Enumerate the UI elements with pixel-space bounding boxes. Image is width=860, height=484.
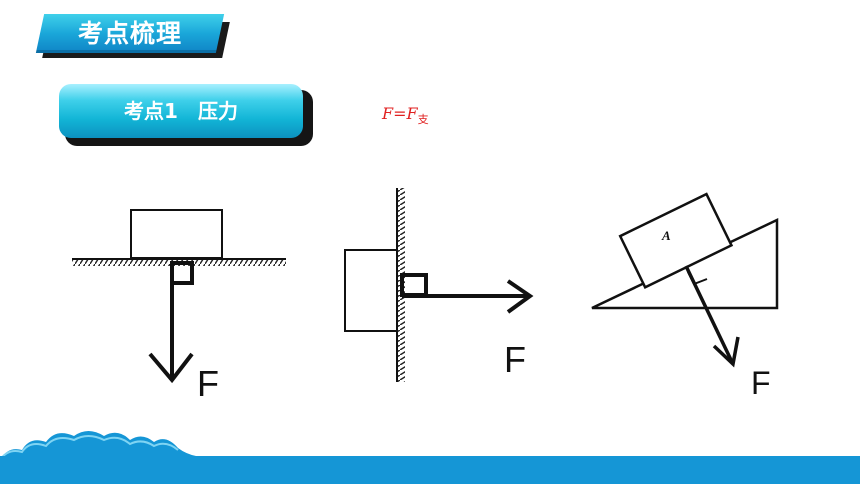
force-label-3: F [751, 365, 771, 401]
block-label-a: A [661, 228, 671, 243]
arrowhead-2 [506, 279, 534, 314]
force-label-2: F [504, 339, 526, 380]
right-angle-mark-2 [400, 273, 428, 297]
section-tag: 考点梳理 [35, 14, 230, 58]
cloud-highlight [0, 435, 179, 461]
block-1 [130, 209, 223, 259]
topic-pill-face [59, 84, 303, 138]
formula-subscript: 支 [417, 113, 429, 127]
bottom-decoration [0, 431, 860, 484]
figure-horizontal-surface [72, 209, 286, 384]
figure-inclined-plane [591, 192, 779, 368]
topic-title: 考点1 压力 [124, 99, 238, 123]
formula-main: F=F [382, 104, 418, 123]
figure-vertical-wall [344, 188, 534, 382]
block-2 [344, 249, 398, 332]
arrowhead-3 [712, 336, 740, 368]
pressure-formula: F=F支 [382, 104, 429, 127]
bottom-band [0, 456, 860, 484]
arrowhead-1 [148, 352, 194, 384]
force-label-1: F [197, 363, 219, 404]
force-arrow-3 [684, 265, 734, 363]
block-3 [618, 192, 734, 290]
topic-pill: 考点1 压力 [59, 84, 313, 146]
section-title: 考点梳理 [77, 19, 182, 48]
